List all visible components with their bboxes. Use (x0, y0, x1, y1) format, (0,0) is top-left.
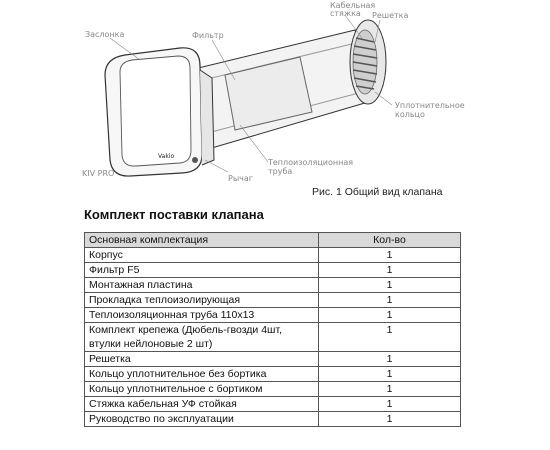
item-qty: 1 (318, 307, 461, 323)
label-reshetka: Решетка (372, 11, 408, 20)
label-model: KIV PRO (82, 169, 114, 178)
item-name: Прокладка теплоизолирующая (84, 292, 319, 308)
item-name: Корпус (84, 247, 319, 263)
item-qty: 1 (318, 277, 461, 293)
label-rychag: Рычаг (228, 174, 253, 183)
item-name: Фильтр F5 (84, 262, 319, 278)
valve-illustration: Заслонка Фильтр Кабельная стяжка Решетка… (82, 1, 465, 183)
section-title: Комплект поставки клапана (84, 207, 264, 222)
label-teplo-1: Теплоизоляционная (267, 158, 353, 167)
item-qty: 1 (318, 262, 461, 278)
item-name: Решетка (84, 351, 319, 367)
figure-caption: Рис. 1 Общий вид клапана (312, 186, 443, 198)
label-uplot-1: Уплотнительное (395, 101, 465, 110)
label-zaslonka: Заслонка (85, 30, 125, 39)
label-kabelnaya-2: стяжка (330, 9, 361, 18)
table-row: Комплект крепежа (Дюбель-гвозди 4шт, вту… (84, 322, 461, 352)
insulation-pipe (189, 29, 376, 151)
item-name: Комплект крепежа (Дюбель-гвозди 4шт, вту… (84, 322, 319, 352)
item-name: Кольцо уплотнительное без бортика (84, 366, 319, 382)
label-teplo-2: труба (268, 167, 292, 176)
header-qty: Кол-во (318, 232, 461, 248)
header-item: Основная комплектация (84, 232, 319, 248)
item-name: Монтажная пластина (84, 277, 319, 293)
item-qty: 1 (318, 366, 461, 382)
item-qty: 1 (318, 396, 461, 412)
item-qty: 1 (318, 381, 461, 397)
table-header-row: Основная комплектация Кол-во (84, 232, 461, 248)
label-kabelnaya-1: Кабельная (330, 1, 375, 10)
item-name: Кольцо уплотнительное с бортиком (84, 381, 319, 397)
label-uplot-2: кольцо (395, 110, 425, 119)
item-name: Теплоизоляционная труба 110х13 (84, 307, 319, 323)
item-qty: 1 (318, 247, 461, 263)
valve-housing (104, 47, 215, 177)
item-qty: 1 (318, 292, 461, 308)
item-qty: 1 (318, 411, 461, 427)
item-qty: 1 (318, 322, 461, 352)
item-name: Руководство по эксплуатации (84, 411, 319, 427)
item-qty: 1 (318, 351, 461, 367)
item-name: Стяжка кабельная УФ стойкая (84, 396, 319, 412)
brand-logo: Vakio (158, 153, 174, 160)
label-filtr: Фильтр (192, 31, 224, 40)
grille (349, 19, 387, 105)
